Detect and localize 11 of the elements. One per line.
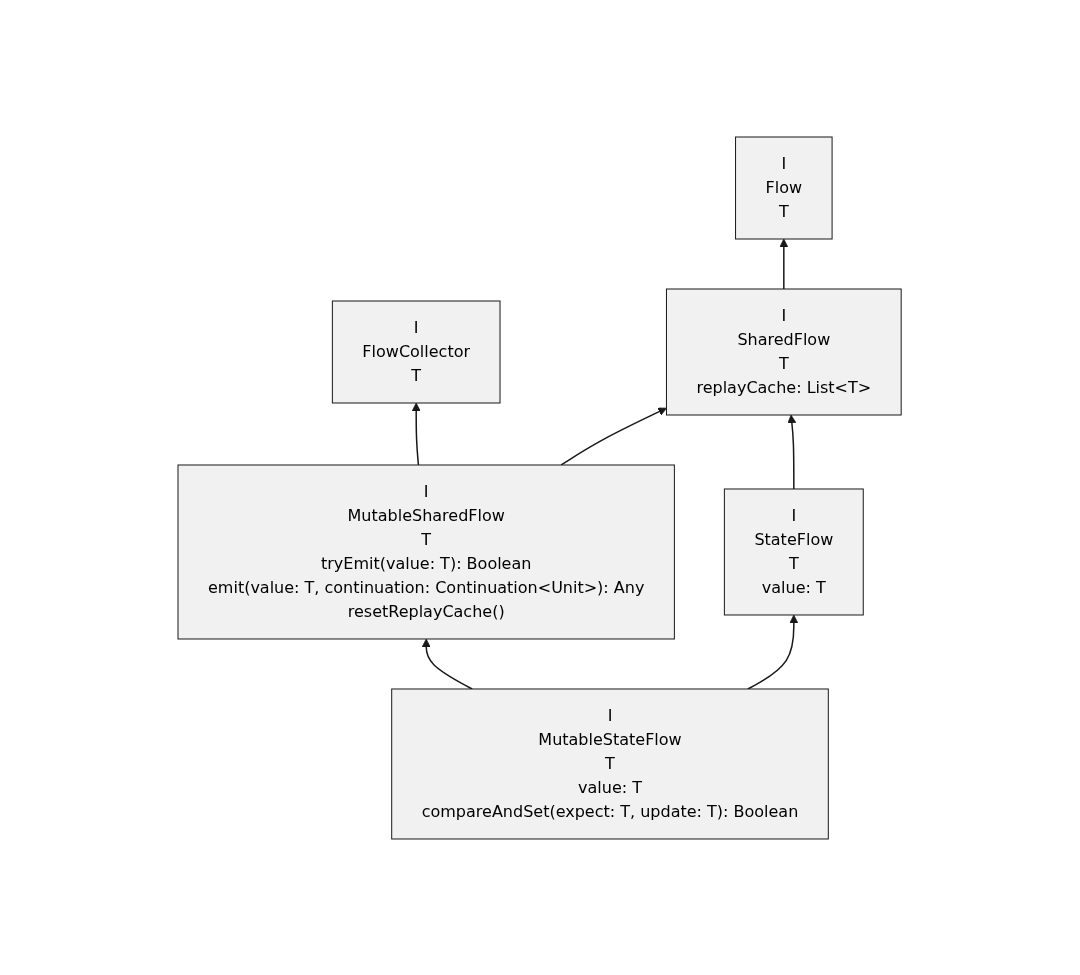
node-box: I StateFlow T value: T — [724, 488, 865, 615]
arrow — [787, 414, 797, 490]
arrow — [779, 238, 789, 290]
node-box: I MutableStateFlow T value: T compareAndSet(expect: T, update: T): Boolean — [391, 688, 830, 839]
node-box: I Flow T — [735, 136, 833, 239]
arrow — [747, 614, 799, 690]
arrow — [560, 407, 668, 466]
arrow — [412, 402, 421, 466]
node-box: I FlowCollector T — [332, 300, 501, 403]
node-box: I SharedFlow T replayCache: List<T> — [666, 288, 903, 415]
node-box: I MutableSharedFlow T tryEmit(value: T): Boolean emit(value: T, continuation: Continuation<Unit>): Any resetReplayCache() — [177, 464, 676, 639]
